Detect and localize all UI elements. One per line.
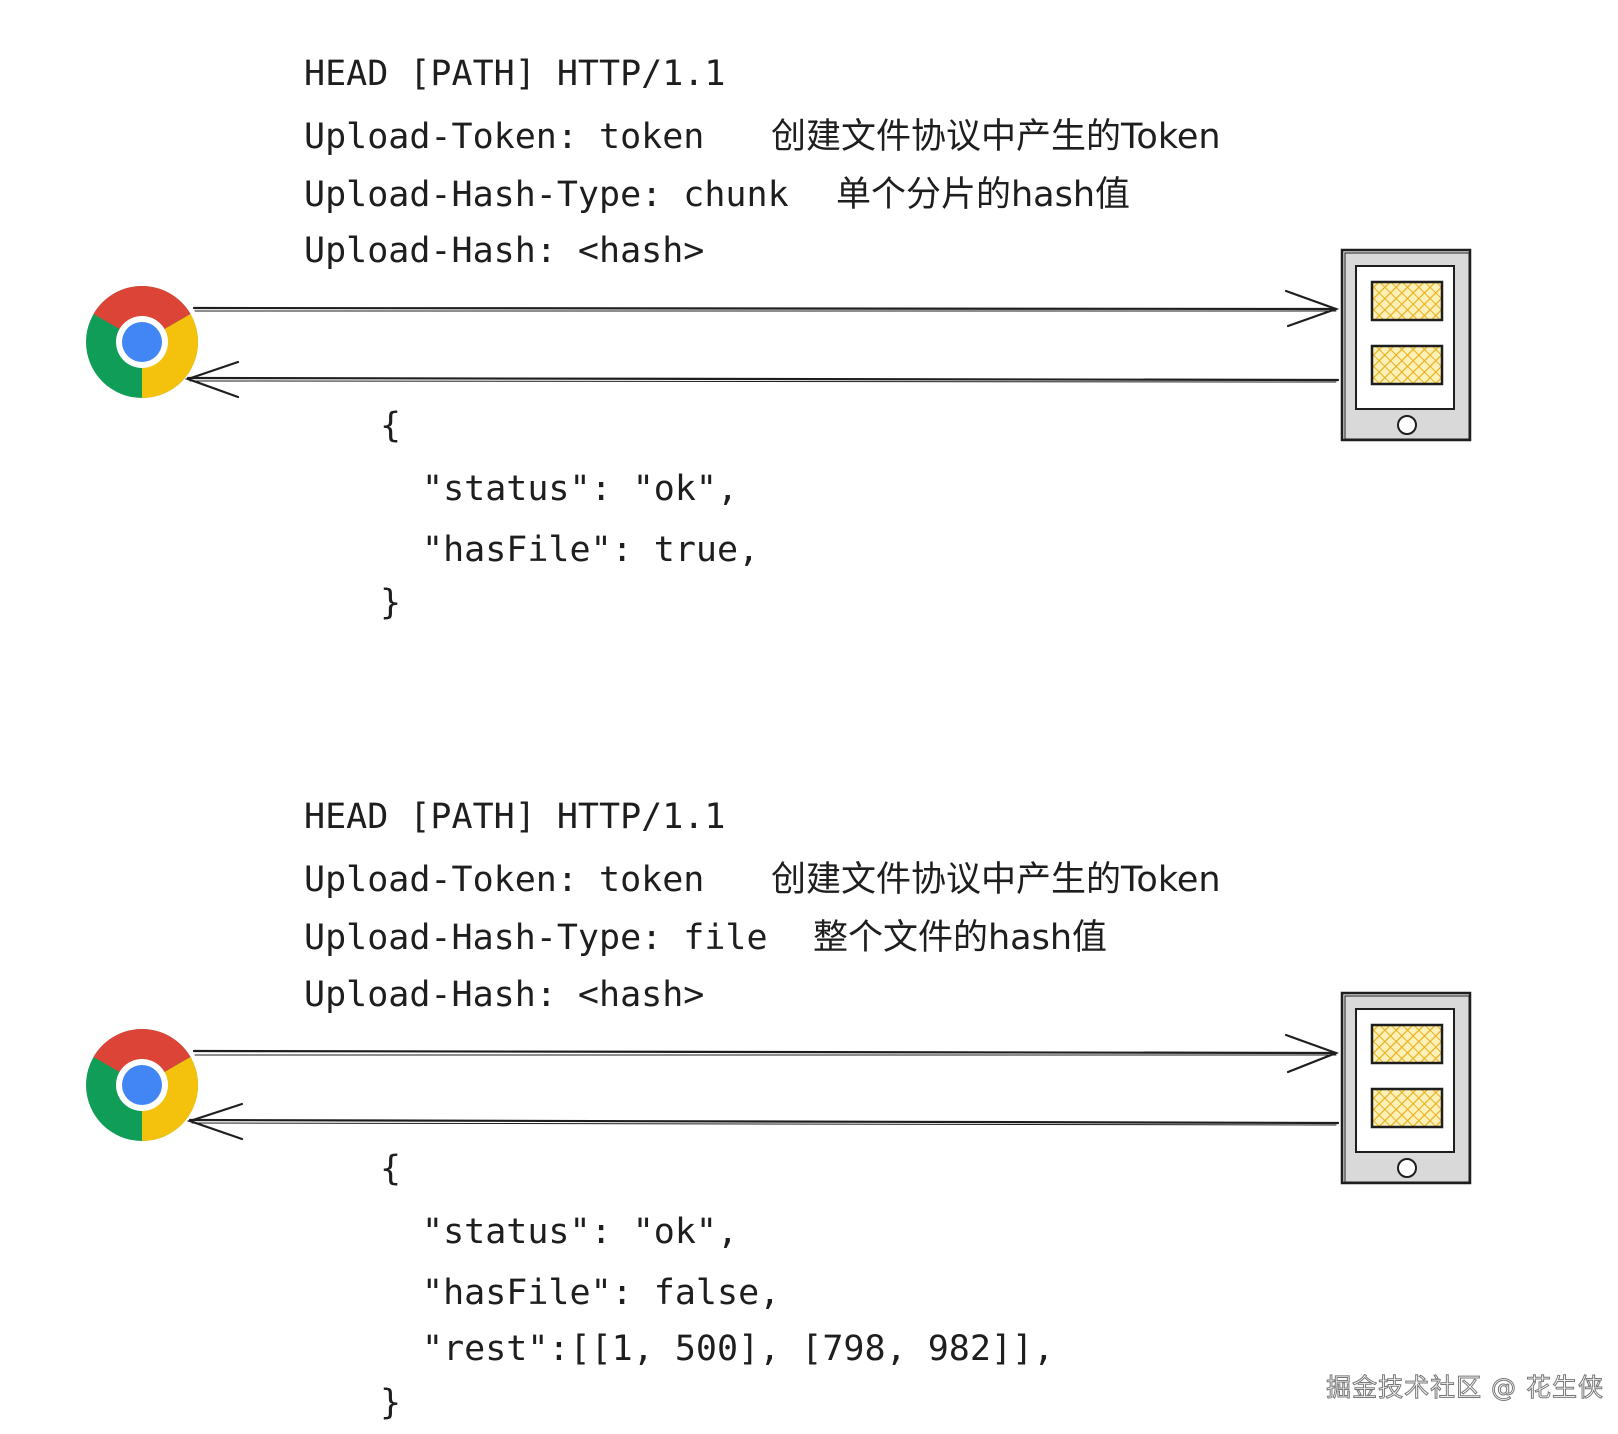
header-note-token-2: 创建文件协议中产生的Token bbox=[771, 860, 1221, 900]
header-hash-type-2: Upload-Hash-Type: file bbox=[304, 918, 768, 958]
chrome-icon-1 bbox=[86, 285, 199, 398]
response-arrow-1 bbox=[184, 360, 1340, 399]
response-status-2: "status": "ok", bbox=[422, 1212, 739, 1252]
response-hasfile-2: "hasFile": false, bbox=[422, 1273, 781, 1313]
header-upload-token-2: Upload-Token: token bbox=[304, 860, 705, 900]
chrome-icon-2 bbox=[86, 1028, 199, 1141]
response-open-brace-2: { bbox=[380, 1149, 402, 1189]
response-close-brace-2: } bbox=[380, 1383, 402, 1423]
watermark: 掘金技术社区 @ 花生侠 bbox=[1326, 1373, 1604, 1403]
tablet-icon-1 bbox=[1340, 248, 1472, 442]
header-upload-token-1: Upload-Token: token bbox=[304, 117, 705, 157]
header-upload-hash-2: Upload-Hash: <hash> bbox=[304, 975, 705, 1015]
response-open-brace-1: { bbox=[380, 406, 402, 446]
header-note-hash-type-1: 单个分片的hash值 bbox=[836, 175, 1131, 215]
response-hasfile-1: "hasFile": true, bbox=[422, 530, 760, 570]
request-arrow-1 bbox=[192, 289, 1340, 328]
header-note-token-1: 创建文件协议中产生的Token bbox=[771, 117, 1221, 157]
request-line-1: HEAD [PATH] HTTP/1.1 bbox=[304, 54, 726, 94]
response-status-1: "status": "ok", bbox=[422, 469, 739, 509]
tablet-icon-2 bbox=[1340, 991, 1472, 1185]
request-arrow-2 bbox=[192, 1033, 1340, 1074]
response-rest-2: "rest":[[1, 500], [798, 982]], bbox=[422, 1329, 1055, 1369]
header-hash-type-1: Upload-Hash-Type: chunk bbox=[304, 175, 789, 215]
response-arrow-2 bbox=[186, 1102, 1340, 1141]
response-close-brace-1: } bbox=[380, 583, 402, 623]
header-note-hash-type-2: 整个文件的hash值 bbox=[813, 918, 1108, 958]
header-upload-hash-1: Upload-Hash: <hash> bbox=[304, 231, 705, 271]
request-line-2: HEAD [PATH] HTTP/1.1 bbox=[304, 797, 726, 837]
